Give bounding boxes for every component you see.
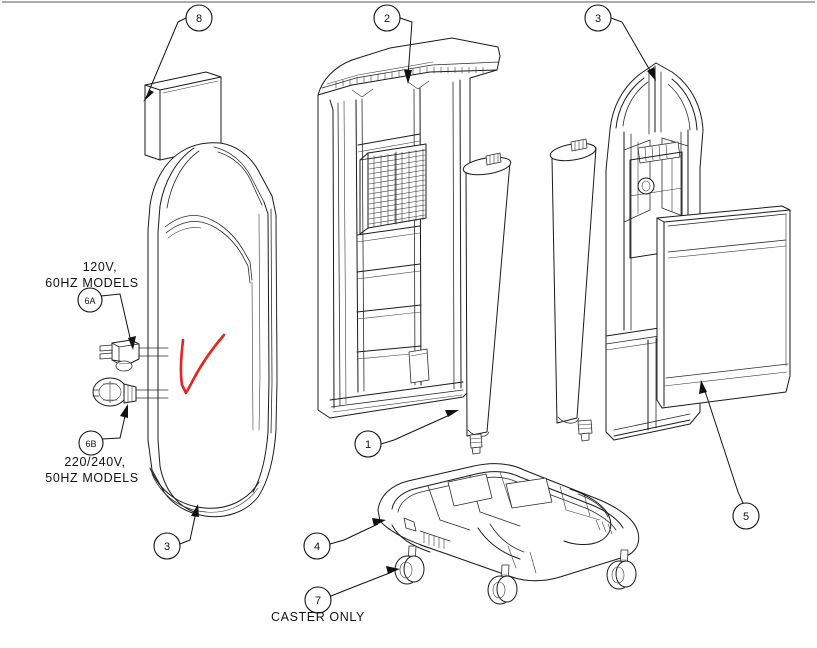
part-flat-access-panel-door bbox=[656, 205, 791, 409]
part-caster-wheel-right bbox=[606, 549, 637, 590]
callout-8[interactable]: 8 bbox=[143, 4, 213, 102]
callout-6b[interactable]: 6B bbox=[78, 404, 128, 456]
note-line-2: 60HZ MODELS bbox=[45, 276, 138, 290]
note-caster-only: CASTER ONLY bbox=[271, 610, 365, 624]
balloon-circle[interactable] bbox=[77, 287, 103, 313]
balloon-circle[interactable] bbox=[732, 502, 760, 530]
note-line-1: 220/240V, bbox=[64, 455, 125, 469]
callout-7[interactable]: 7 bbox=[304, 566, 400, 614]
part-cylinder-filter-canister-b bbox=[549, 138, 597, 442]
callout-5[interactable]: 5 bbox=[699, 380, 760, 530]
note-220-240v-models: 220/240V, 50HZ MODELS bbox=[45, 455, 138, 485]
balloon-circle[interactable] bbox=[304, 586, 332, 614]
balloon-label: 5 bbox=[743, 511, 749, 523]
callout-6a[interactable]: 6A bbox=[77, 287, 136, 350]
callout-3-top[interactable]: 3 bbox=[584, 4, 656, 81]
balloon-circle[interactable] bbox=[153, 532, 181, 560]
balloon-label: 3 bbox=[595, 13, 601, 25]
balloon-circle[interactable] bbox=[584, 4, 612, 32]
callout-1[interactable]: 1 bbox=[354, 410, 459, 458]
balloon-circle[interactable] bbox=[373, 4, 401, 32]
callout-layer: 8 2 3 1 5 bbox=[77, 4, 760, 614]
part-front-panel-cabinet bbox=[147, 142, 278, 518]
callout-2[interactable]: 2 bbox=[373, 4, 413, 84]
callout-3-bottom[interactable]: 3 bbox=[153, 504, 199, 560]
balloon-label: 7 bbox=[315, 595, 321, 607]
balloon-label: 3 bbox=[164, 541, 170, 553]
balloon-label: 2 bbox=[384, 13, 390, 25]
part-base-platform bbox=[377, 463, 640, 582]
part-power-cord-nema-plug bbox=[99, 339, 169, 372]
balloon-label: 4 bbox=[314, 541, 320, 553]
balloon-circle[interactable] bbox=[354, 430, 382, 458]
note-line-1: 120V, bbox=[83, 260, 118, 274]
part-caster-wheel-left bbox=[394, 545, 425, 585]
part-rear-housing-grille-assembly bbox=[317, 37, 501, 419]
balloon-circle[interactable] bbox=[185, 4, 213, 32]
note-line-1: CASTER ONLY bbox=[271, 610, 365, 624]
part-cylinder-filter-canister-a bbox=[462, 152, 512, 455]
red-v-annotation bbox=[179, 333, 226, 395]
balloon-circle[interactable] bbox=[303, 532, 331, 560]
note-120v-models: 120V, 60HZ MODELS bbox=[45, 260, 138, 290]
balloon-label: 6B bbox=[85, 439, 96, 449]
balloon-label: 8 bbox=[196, 13, 202, 25]
balloon-circle[interactable] bbox=[78, 430, 104, 456]
part-caster-wheel-center bbox=[487, 564, 518, 605]
callout-4[interactable]: 4 bbox=[303, 518, 386, 560]
note-line-2: 50HZ MODELS bbox=[45, 471, 138, 485]
part-power-cord-schuko-plug bbox=[92, 377, 169, 407]
balloon-label: 1 bbox=[365, 439, 371, 451]
balloon-label: 6A bbox=[84, 296, 95, 306]
